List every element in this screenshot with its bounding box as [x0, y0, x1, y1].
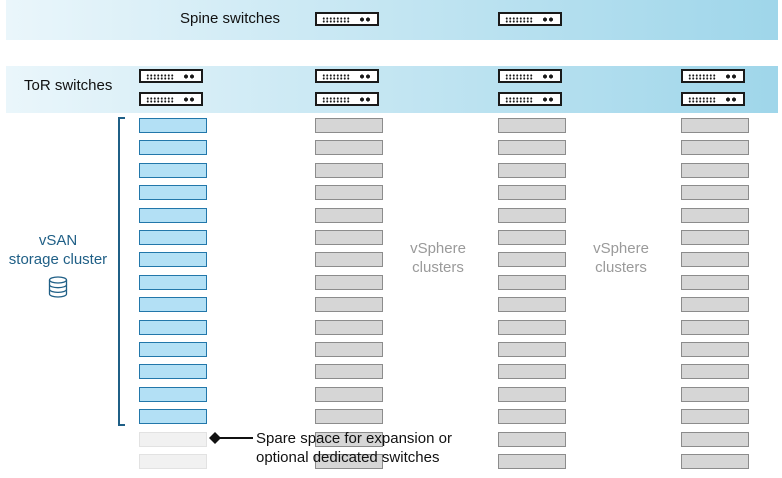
vsphere-server-slot: [498, 297, 566, 312]
vsan-server-slot: [139, 185, 207, 200]
vsphere-server-slot: [315, 140, 383, 155]
vsphere-cluster-label-1: vSphere clusters: [393, 239, 483, 277]
vsan-server-slot: [139, 208, 207, 223]
vsan-server-slot: [139, 252, 207, 267]
vsan-server-slot: [139, 140, 207, 155]
vsphere-label-line1: vSphere: [593, 240, 649, 257]
tor-switch-band: [6, 66, 778, 113]
diamond-arrow-icon: [209, 432, 253, 444]
vsphere-server-slot: [315, 342, 383, 357]
tor-switch-icon: [498, 69, 562, 83]
vsphere-server-slot: [315, 185, 383, 200]
spare-line2: optional dedicated switches: [256, 449, 440, 466]
vsphere-server-slot: [681, 297, 749, 312]
vsphere-server-slot: [498, 252, 566, 267]
vsphere-server-slot: [498, 163, 566, 178]
vsan-server-slot: [139, 342, 207, 357]
vsphere-server-slot: [315, 163, 383, 178]
vsphere-server-slot: [498, 364, 566, 379]
vsan-cluster-label: vSAN storage cluster: [2, 231, 114, 269]
tor-switches-label: ToR switches: [24, 77, 113, 94]
vsphere-server-slot: [498, 275, 566, 290]
vsphere-server-slot: [315, 454, 383, 469]
vsphere-server-slot: [681, 275, 749, 290]
spare-space-annotation: Spare space for expansion or optional de…: [256, 429, 452, 467]
tor-switch-icon: [139, 69, 203, 83]
vsphere-label-line2: clusters: [412, 259, 464, 276]
vsan-server-slot: [139, 297, 207, 312]
vsphere-server-slot: [315, 252, 383, 267]
vsphere-server-slot: [498, 409, 566, 424]
vsphere-server-slot: [681, 252, 749, 267]
spine-switch-icon: [498, 12, 562, 26]
tor-switch-icon: [139, 92, 203, 106]
vsphere-server-slot: [498, 140, 566, 155]
tor-switch-icon: [681, 92, 745, 106]
tor-switch-icon: [681, 69, 745, 83]
vsphere-server-slot: [498, 454, 566, 469]
vsphere-server-slot: [681, 140, 749, 155]
vsphere-server-slot: [681, 320, 749, 335]
vsphere-server-slot: [498, 432, 566, 447]
tor-switch-icon: [498, 92, 562, 106]
vsphere-server-slot: [681, 409, 749, 424]
vsan-label-line1: vSAN: [38, 232, 78, 249]
vsphere-server-slot: [681, 163, 749, 178]
spine-switch-icon: [315, 12, 379, 26]
vsphere-server-slot: [498, 208, 566, 223]
spare-line1: Spare space for expansion or: [256, 430, 452, 447]
vsphere-server-slot: [681, 118, 749, 133]
vsan-server-slot: [139, 230, 207, 245]
vsphere-server-slot: [315, 320, 383, 335]
vsan-server-slot: [139, 320, 207, 335]
vsan-server-slot: [139, 364, 207, 379]
spare-slot: [139, 432, 207, 447]
vsphere-server-slot: [681, 185, 749, 200]
vsphere-cluster-label-2: vSphere clusters: [576, 239, 666, 277]
vsphere-server-slot: [498, 342, 566, 357]
database-icon: [48, 276, 68, 298]
vsphere-server-slot: [681, 387, 749, 402]
vsphere-server-slot: [498, 320, 566, 335]
vsphere-server-slot: [498, 118, 566, 133]
spine-switches-label: Spine switches: [180, 10, 281, 27]
vsphere-server-slot: [315, 364, 383, 379]
vsphere-server-slot: [498, 387, 566, 402]
vsphere-server-slot: [315, 208, 383, 223]
vsan-server-slot: [139, 163, 207, 178]
vsphere-server-slot: [315, 275, 383, 290]
spine-switch-band: [6, 0, 778, 40]
vsphere-server-slot: [315, 387, 383, 402]
vsphere-server-slot: [315, 409, 383, 424]
vsphere-label-line2: clusters: [595, 259, 647, 276]
vsan-server-slot: [139, 275, 207, 290]
vsphere-server-slot: [498, 230, 566, 245]
vsphere-server-slot: [681, 230, 749, 245]
tor-switch-icon: [315, 92, 379, 106]
vsphere-server-slot: [315, 230, 383, 245]
vsphere-server-slot: [315, 118, 383, 133]
vsphere-server-slot: [315, 297, 383, 312]
spare-slot: [139, 454, 207, 469]
vsan-server-slot: [139, 387, 207, 402]
vsphere-server-slot: [498, 185, 566, 200]
vsan-label-line2: storage cluster: [8, 251, 108, 268]
vsphere-label-line1: vSphere: [410, 240, 466, 257]
vsan-server-slot: [139, 409, 207, 424]
vsphere-server-slot: [681, 208, 749, 223]
vsphere-server-slot: [681, 342, 749, 357]
vsphere-server-slot: [681, 454, 749, 469]
vsphere-server-slot: [315, 432, 383, 447]
vsan-server-slot: [139, 118, 207, 133]
vsphere-server-slot: [681, 432, 749, 447]
vsphere-server-slot: [681, 364, 749, 379]
tor-switch-icon: [315, 69, 379, 83]
vsan-cluster-bracket: [118, 117, 125, 426]
